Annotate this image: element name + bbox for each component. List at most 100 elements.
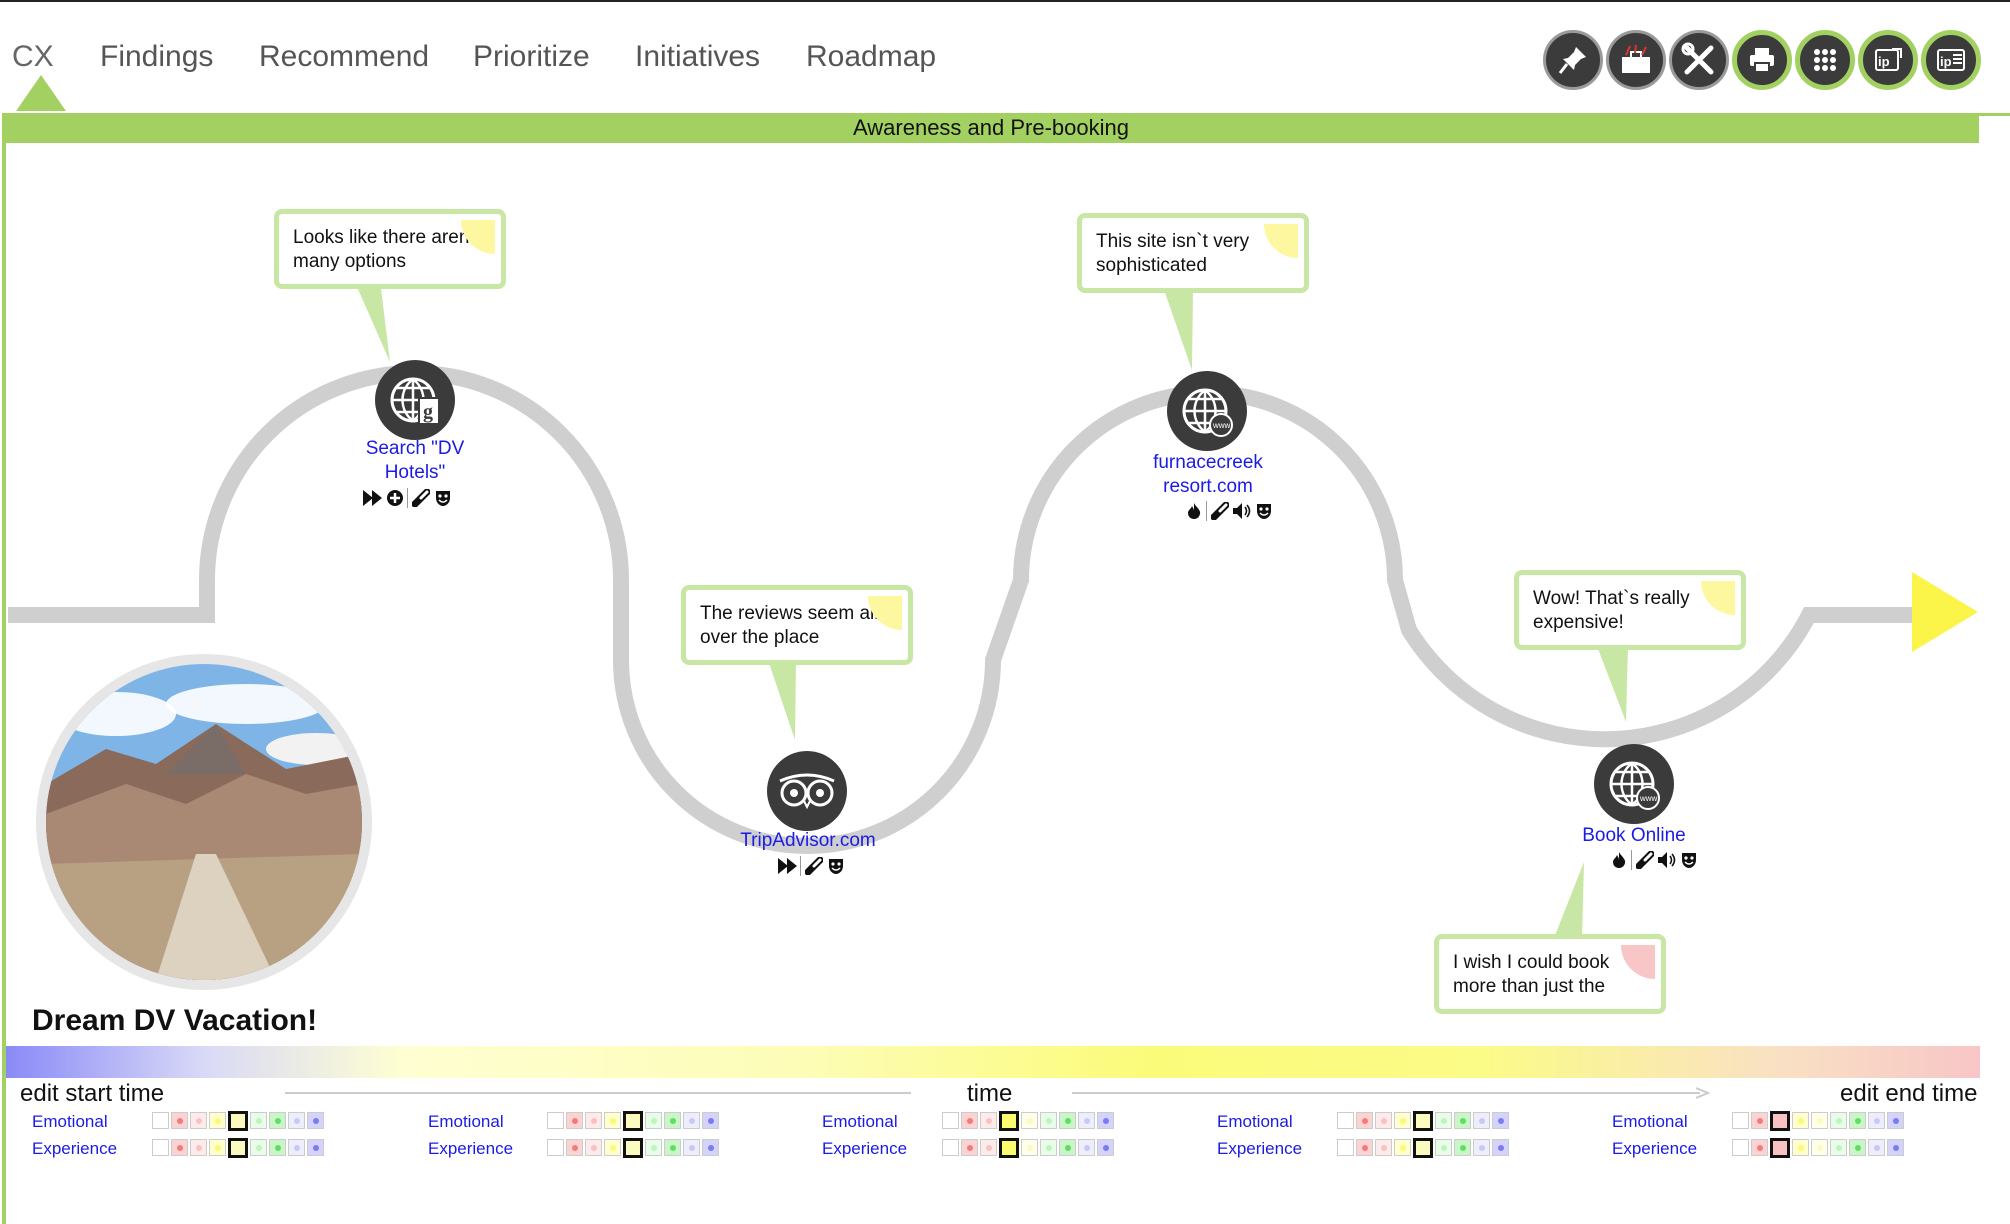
emotional-scale-cell[interactable] xyxy=(1792,1112,1809,1129)
experience-scale-cell[interactable] xyxy=(942,1139,959,1156)
experience-scale-cell[interactable] xyxy=(228,1138,248,1158)
experience-scale-cell[interactable] xyxy=(209,1139,226,1156)
emotional-scale-cell[interactable] xyxy=(1732,1112,1749,1129)
emotional-scale-cell[interactable] xyxy=(1849,1112,1866,1129)
experience-label[interactable]: Experience xyxy=(1612,1139,1698,1158)
pill-icon[interactable] xyxy=(1631,850,1655,870)
experience-scale-cell[interactable] xyxy=(1849,1139,1866,1156)
touchpoint-label[interactable]: TripAdvisor.com xyxy=(740,830,876,851)
emotional-scale-cell[interactable] xyxy=(1473,1112,1490,1129)
emotional-label[interactable]: Emotional xyxy=(32,1112,108,1131)
experience-scale-cell[interactable] xyxy=(190,1139,207,1156)
speaker-icon[interactable] xyxy=(1232,501,1252,521)
experience-scale-cell[interactable] xyxy=(250,1139,267,1156)
experience-scale-cell[interactable] xyxy=(1830,1139,1847,1156)
pushpin-button[interactable] xyxy=(1543,30,1603,90)
speaker-icon[interactable] xyxy=(1657,850,1677,870)
touchpoint-label[interactable]: furnacecreek resort.com xyxy=(1153,452,1263,497)
emotional-scale-cell[interactable] xyxy=(1078,1112,1095,1129)
emotional-scale-cell[interactable] xyxy=(228,1111,248,1131)
experience-scale-cell[interactable] xyxy=(1435,1139,1452,1156)
emotional-scale-cell[interactable] xyxy=(980,1112,997,1129)
experience-scale-cell[interactable] xyxy=(269,1139,286,1156)
experience-scale-cell[interactable] xyxy=(1492,1139,1509,1156)
emotional-scale-cell[interactable] xyxy=(190,1112,207,1129)
experience-scale-cell[interactable] xyxy=(1078,1139,1095,1156)
flame-icon[interactable] xyxy=(1609,850,1629,870)
emotional-scale-cell[interactable] xyxy=(1413,1111,1433,1131)
tab-recommend[interactable]: Recommend xyxy=(259,40,430,73)
experience-scale-cell[interactable] xyxy=(1792,1139,1809,1156)
settings-button[interactable] xyxy=(1669,30,1729,90)
emotional-scale-cell[interactable] xyxy=(585,1112,602,1129)
ip-export-button[interactable]: ip xyxy=(1858,30,1918,90)
experience-scale-cell[interactable] xyxy=(702,1139,719,1156)
emotional-scale-cell[interactable] xyxy=(664,1112,681,1129)
emotional-scale-cell[interactable] xyxy=(1454,1112,1471,1129)
emotional-scale-cell[interactable] xyxy=(269,1112,286,1129)
comment-bubble[interactable]: Looks like there aren`t many options xyxy=(274,209,506,289)
emotional-scale-cell[interactable] xyxy=(1830,1112,1847,1129)
pill-icon[interactable] xyxy=(800,856,824,876)
theater-mask-icon[interactable] xyxy=(1679,850,1699,870)
experience-scale-cell[interactable] xyxy=(1811,1139,1828,1156)
touchpoint-furnacecreek[interactable]: www xyxy=(1167,371,1247,451)
experience-scale-cell[interactable] xyxy=(1751,1139,1768,1156)
experience-scale-cell[interactable] xyxy=(288,1139,305,1156)
emotional-scale-cell[interactable] xyxy=(1059,1112,1076,1129)
emotional-scale-cell[interactable] xyxy=(307,1112,324,1129)
experience-scale-cell[interactable] xyxy=(1394,1139,1411,1156)
experience-scale-cell[interactable] xyxy=(585,1139,602,1156)
experience-label[interactable]: Experience xyxy=(1217,1139,1303,1158)
tab-initiatives[interactable]: Initiatives xyxy=(635,40,761,73)
emotional-scale-cell[interactable] xyxy=(1356,1112,1373,1129)
pill-icon[interactable] xyxy=(1206,501,1230,521)
experience-scale-cell[interactable] xyxy=(547,1139,564,1156)
toolbox-button[interactable] xyxy=(1606,30,1666,90)
pill-icon[interactable] xyxy=(407,488,431,508)
experience-scale-cell[interactable] xyxy=(604,1139,621,1156)
experience-label[interactable]: Experience xyxy=(428,1139,514,1158)
touchpoint-label[interactable]: Search "DV Hotels" xyxy=(365,438,465,483)
experience-scale-cell[interactable] xyxy=(623,1138,643,1158)
experience-scale-cell[interactable] xyxy=(1337,1139,1354,1156)
theater-mask-icon[interactable] xyxy=(1254,501,1274,521)
emotional-scale-cell[interactable] xyxy=(1492,1112,1509,1129)
experience-scale-cell[interactable] xyxy=(152,1139,169,1156)
emotional-scale-cell[interactable] xyxy=(250,1112,267,1129)
experience-scale-cell[interactable] xyxy=(1732,1139,1749,1156)
experience-scale-cell[interactable] xyxy=(645,1139,662,1156)
phase-label[interactable]: Awareness and Pre-booking xyxy=(853,115,1129,140)
experience-scale-cell[interactable] xyxy=(999,1138,1019,1158)
touchpoint-tripadvisor[interactable] xyxy=(767,751,847,831)
grid-button[interactable] xyxy=(1795,30,1855,90)
experience-scale-cell[interactable] xyxy=(1887,1139,1904,1156)
experience-scale-cell[interactable] xyxy=(1454,1139,1471,1156)
ip-list-button[interactable]: ip xyxy=(1921,30,1981,90)
tab-cx[interactable]: CX xyxy=(12,40,54,73)
emotional-scale-cell[interactable] xyxy=(702,1112,719,1129)
touchpoint-book-online[interactable]: www xyxy=(1594,744,1674,824)
tab-roadmap[interactable]: Roadmap xyxy=(806,40,937,73)
emotional-scale-cell[interactable] xyxy=(1375,1112,1392,1129)
emotional-scale-cell[interactable] xyxy=(1868,1112,1885,1129)
experience-scale-cell[interactable] xyxy=(683,1139,700,1156)
experience-scale-cell[interactable] xyxy=(980,1139,997,1156)
theater-mask-icon[interactable] xyxy=(826,856,846,876)
emotional-scale-cell[interactable] xyxy=(152,1112,169,1129)
comment-bubble[interactable]: This site isn`t very sophisticated xyxy=(1077,213,1309,293)
emotional-label[interactable]: Emotional xyxy=(1612,1112,1688,1131)
touchpoint-search[interactable]: g xyxy=(375,360,455,440)
experience-scale-cell[interactable] xyxy=(1097,1139,1114,1156)
emotional-scale-cell[interactable] xyxy=(999,1111,1019,1131)
emotional-label[interactable]: Emotional xyxy=(822,1112,898,1131)
emotional-scale-cell[interactable] xyxy=(547,1112,564,1129)
emotional-scale-cell[interactable] xyxy=(171,1112,188,1129)
experience-label[interactable]: Experience xyxy=(822,1139,908,1158)
experience-scale-cell[interactable] xyxy=(1059,1139,1076,1156)
experience-scale-cell[interactable] xyxy=(1868,1139,1885,1156)
experience-scale-cell[interactable] xyxy=(961,1139,978,1156)
emotional-scale-cell[interactable] xyxy=(942,1112,959,1129)
emotional-scale-cell[interactable] xyxy=(1751,1112,1768,1129)
emotional-scale-cell[interactable] xyxy=(1887,1112,1904,1129)
